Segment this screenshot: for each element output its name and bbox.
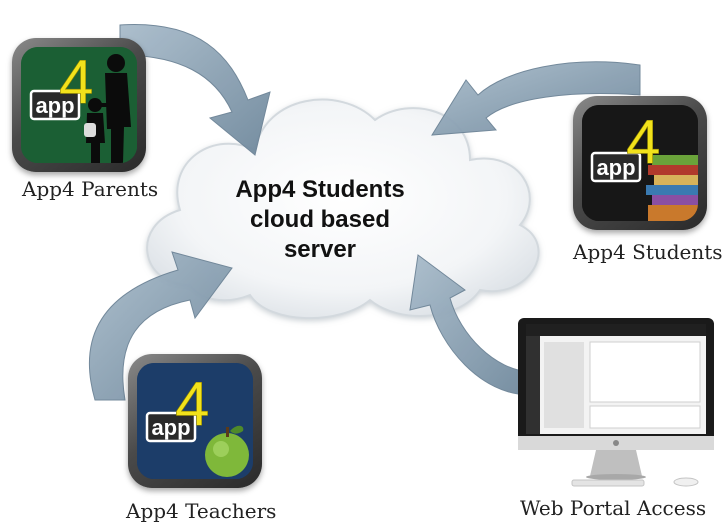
app-badge-label: app <box>151 415 190 440</box>
caption-teachers: App4 Teachers <box>126 499 277 523</box>
apple-icon <box>205 425 249 477</box>
app4-teachers-artwork: app 4 <box>137 363 253 479</box>
arrow-portal <box>409 254 531 396</box>
books-icon <box>646 155 698 221</box>
caption-students: App4 Students <box>573 240 723 264</box>
app4-students-icon[interactable]: app 4 <box>573 96 707 230</box>
monitor-artwork <box>518 318 714 487</box>
caption-portal: Web Portal Access <box>520 496 707 520</box>
arrow-parents <box>119 24 271 156</box>
digit-four: 4 <box>626 108 660 177</box>
app-badge: app <box>29 89 81 121</box>
arrow-teachers <box>88 251 233 401</box>
cloud-icon <box>146 98 540 320</box>
arrow-students <box>431 61 641 136</box>
desktop-monitor-icon[interactable] <box>516 316 716 490</box>
cloud-title-line1: App4 Students <box>235 176 405 203</box>
app-badge-label: app <box>596 155 635 180</box>
app-badge-label: app <box>35 93 74 118</box>
cloud-title-line2: cloud based <box>249 206 391 233</box>
app-badge: app <box>145 411 197 443</box>
caption-parents: App4 Parents <box>22 177 159 201</box>
cloud-title-line3: server <box>283 236 357 263</box>
digit-four: 4 <box>59 48 93 117</box>
app4-parents-artwork: app 4 <box>21 47 137 163</box>
app4-parents-icon[interactable]: app 4 <box>12 38 146 172</box>
app4-students-artwork: app 4 <box>582 105 698 221</box>
app4-teachers-icon[interactable]: app 4 <box>128 354 262 488</box>
app-badge: app <box>590 151 642 183</box>
digit-four: 4 <box>175 370 209 439</box>
cloud-title: App4 Students cloud based server <box>205 175 435 265</box>
